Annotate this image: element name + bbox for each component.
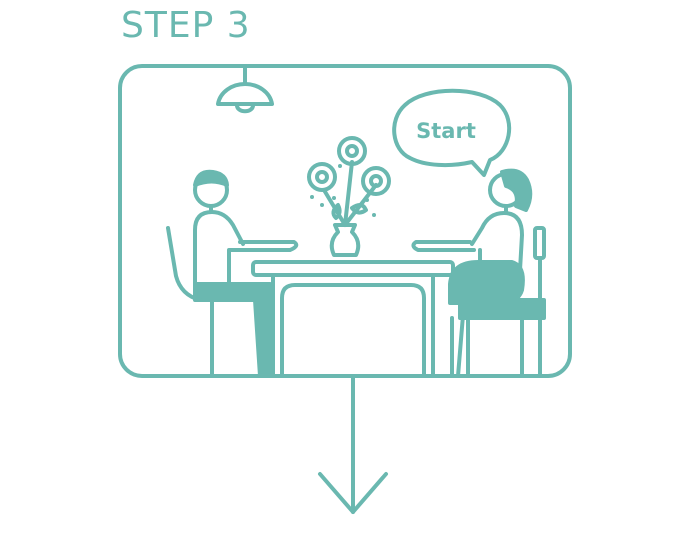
speech-bubble [392, 88, 511, 177]
flower-vase-icon [322, 160, 378, 257]
flower-middle [337, 136, 367, 166]
flower-dots [310, 164, 376, 217]
step-title: STEP 3 [121, 5, 251, 46]
ceiling-lamp-icon [216, 64, 274, 114]
down-arrow-icon [318, 374, 388, 514]
chair-right [450, 226, 546, 378]
person-left [193, 169, 299, 378]
table [251, 260, 455, 378]
chair-left [166, 226, 202, 302]
scene-frame [118, 64, 572, 378]
person-right [411, 168, 533, 378]
speech-text: Start [416, 119, 476, 143]
flower-left [307, 162, 337, 192]
flower-right [361, 166, 391, 196]
